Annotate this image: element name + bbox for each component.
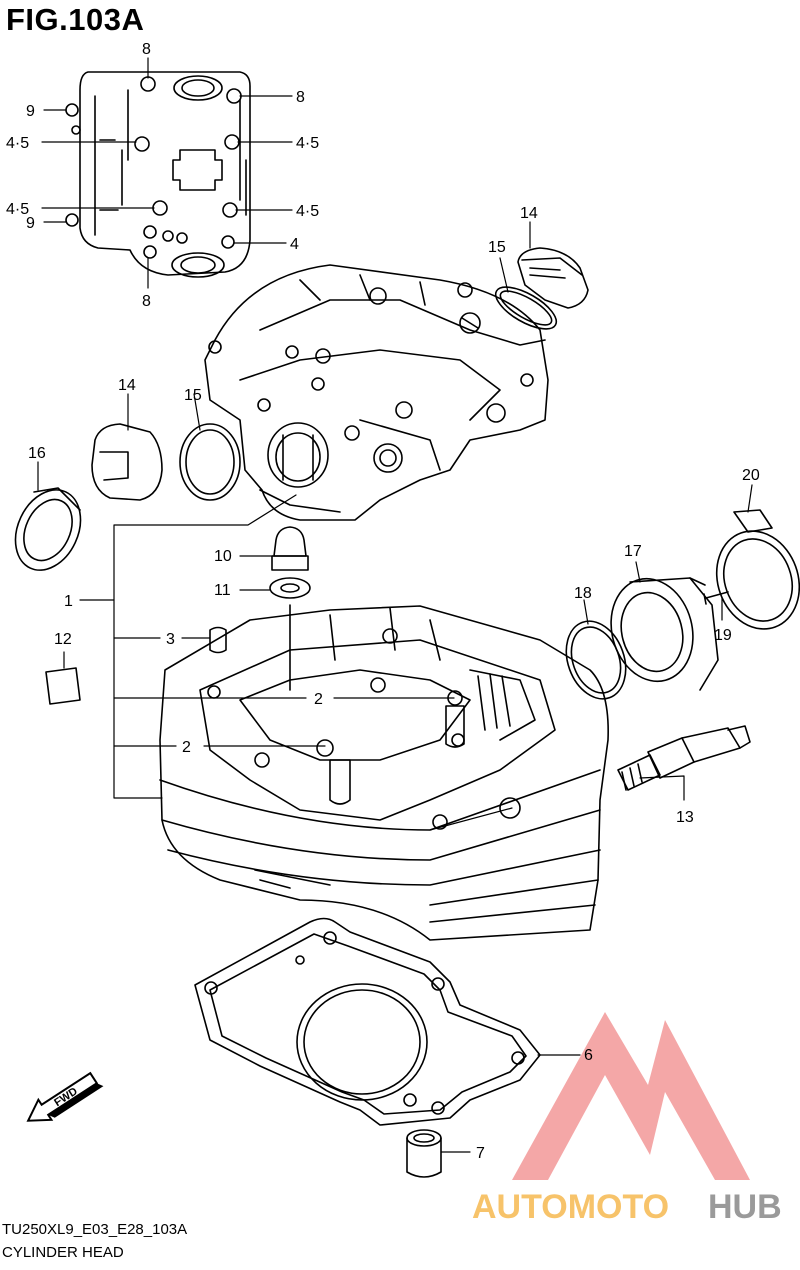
valve-cap (45, 667, 81, 705)
head-cover-plate (65, 71, 251, 278)
hose-clamp (715, 509, 800, 630)
callout-17: 17 (624, 543, 642, 560)
callout-3: 3 (166, 631, 175, 648)
callout-6: 6 (584, 1047, 593, 1064)
callout-2: 2 (182, 739, 191, 756)
callout-10: 10 (214, 548, 232, 565)
callout-13: 13 (676, 809, 694, 826)
callout-19: 19 (714, 627, 732, 644)
callout-1: 1 (64, 593, 73, 610)
o-ring-right (494, 286, 558, 330)
intake-pipe (610, 577, 719, 691)
cylinder-head-upper (204, 264, 549, 521)
callout-2: 2 (314, 691, 323, 708)
callout-18: 18 (574, 585, 592, 602)
callout-8: 8 (296, 89, 305, 106)
cap-nut (273, 526, 307, 557)
callout-14: 14 (520, 205, 538, 222)
callout-11: 11 (214, 582, 231, 599)
figure-code: TU250XL9_E03_E28_103A (2, 1221, 188, 1238)
seal-ring (14, 487, 82, 571)
callout-12: 12 (54, 631, 72, 648)
watermark-text-part2: HUB (708, 1188, 782, 1226)
callout-20: 20 (742, 467, 760, 484)
cylinder-head-main (159, 605, 609, 941)
clamp-screw (703, 591, 729, 605)
callout-15: 15 (488, 239, 506, 256)
callout-9: 9 (26, 215, 35, 232)
spark-plug (617, 725, 751, 791)
callout-7: 7 (476, 1145, 485, 1162)
fwd-arrow-icon: FWD (26, 1071, 104, 1122)
watermark-text-part1: AUTOMOTO (472, 1188, 669, 1226)
figure-title: FIG.103A (6, 2, 145, 37)
callout-labels: 8 9 8 4·5 4·5 4·5 4·5 9 4 8 14 15 14 15 … (6, 41, 760, 1162)
callout-15: 15 (184, 387, 202, 404)
automotohub-logo (512, 1012, 750, 1180)
callout-4-5: 4·5 (296, 203, 319, 220)
oil-cap-left (91, 423, 163, 501)
callout-14: 14 (118, 377, 136, 394)
callout-16: 16 (28, 445, 46, 462)
callout-9: 9 (26, 103, 35, 120)
figure-name: CYLINDER HEAD (2, 1244, 124, 1261)
callout-4-5: 4·5 (6, 135, 29, 152)
cylinder-head-gasket (194, 917, 541, 1126)
intake-o-ring (565, 620, 627, 700)
callout-8: 8 (142, 41, 151, 58)
callout-4-5: 4·5 (6, 201, 29, 218)
callout-8: 8 (142, 293, 151, 310)
washer (269, 577, 311, 599)
dowel-pin (209, 626, 227, 654)
dowel-sleeve (406, 1129, 442, 1178)
o-ring-left (179, 423, 241, 501)
leader-lines (37, 57, 753, 1153)
callout-4-5: 4·5 (296, 135, 319, 152)
callout-4: 4 (290, 236, 299, 253)
oil-cap-right (517, 247, 589, 309)
